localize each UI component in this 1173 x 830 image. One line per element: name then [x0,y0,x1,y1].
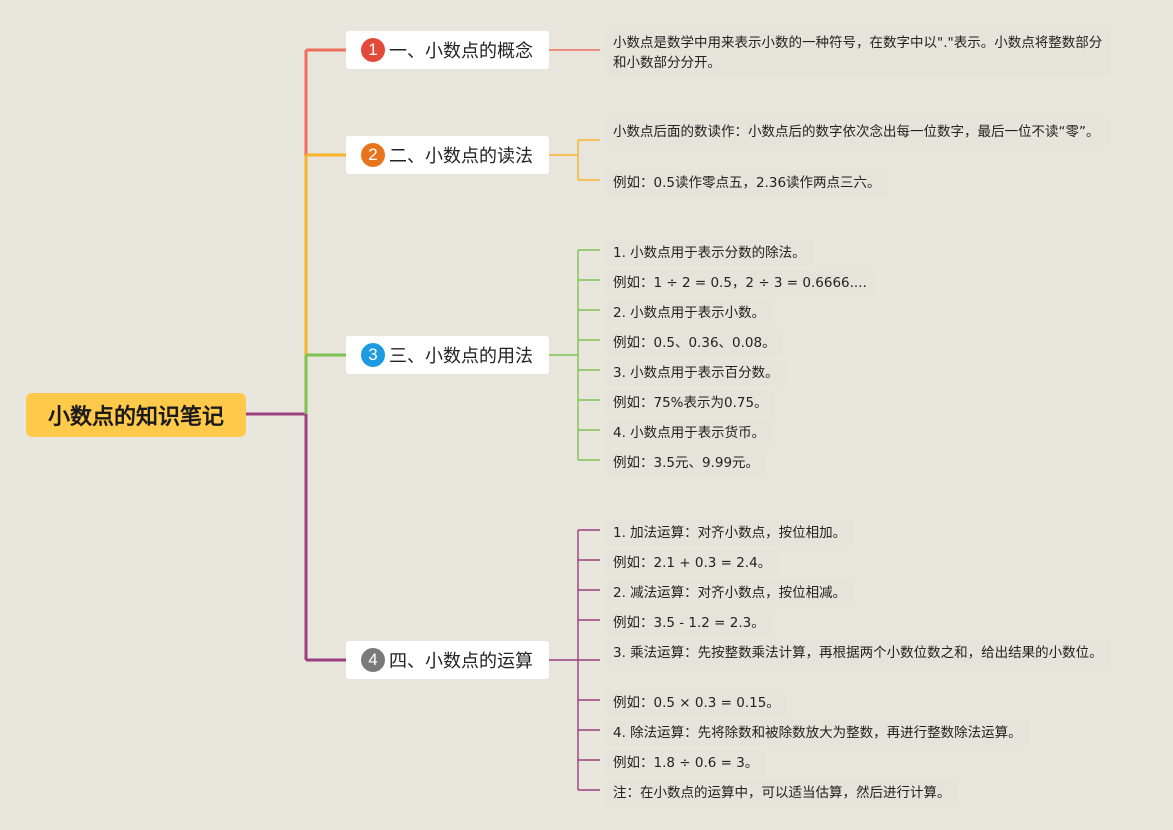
leaf-node: 2. 小数点用于表示小数。 [606,300,773,326]
branch-reading[interactable]: 2 二、小数点的读法 [346,136,549,174]
branch-title: 二、小数点的读法 [389,146,533,167]
number-badge-1-icon: 1 [361,38,385,62]
leaf-node: 注：在小数点的运算中，可以适当估算，然后进行计算。 [606,780,958,806]
leaf-node: 小数点是数学中用来表示小数的一种符号，在数字中以"."表示。小数点将整数部分和小… [606,30,1111,76]
leaf-node: 1. 小数点用于表示分数的除法。 [606,240,813,266]
root-title: 小数点的知识笔记 [47,405,224,430]
leaf-node: 例如：75%表示为0.75。 [606,390,775,416]
branch-operations[interactable]: 4 四、小数点的运算 [346,641,549,679]
leaf-node: 小数点后面的数读作：小数点后的数字依次念出每一位数字，最后一位不读“零”。 [606,119,1111,145]
leaf-node: 2. 减法运算：对齐小数点，按位相减。 [606,580,854,606]
number-badge-4-icon: 4 [361,648,385,672]
branch-usage[interactable]: 3 三、小数点的用法 [346,336,549,374]
leaf-node: 例如：1 ÷ 2 = 0.5，2 ÷ 3 = 0.6666.... [606,270,874,296]
branch-title: 三、小数点的用法 [389,346,533,367]
number-badge-2-icon: 2 [361,143,385,167]
branch-title: 一、小数点的概念 [389,41,533,62]
leaf-node: 例如：0.5读作零点五，2.36读作两点三六。 [606,170,888,196]
leaf-node: 例如：3.5 - 1.2 = 2.3。 [606,610,772,636]
leaf-node: 4. 除法运算：先将除数和被除数放大为整数，再进行整数除法运算。 [606,720,1029,746]
root-node[interactable]: 小数点的知识笔记 [26,393,246,437]
leaf-node: 例如：1.8 ÷ 0.6 = 3。 [606,750,766,776]
leaf-node: 4. 小数点用于表示货币。 [606,420,773,446]
leaf-node: 例如：0.5、0.36、0.08。 [606,330,783,356]
branch-concept[interactable]: 1 一、小数点的概念 [346,31,549,69]
number-badge-3-icon: 3 [361,343,385,367]
leaf-node: 例如：2.1 + 0.3 = 2.4。 [606,550,779,576]
leaf-node: 例如：3.5元、9.99元。 [606,450,767,476]
leaf-node: 例如：0.5 × 0.3 = 0.15。 [606,690,787,716]
leaf-node: 3. 乘法运算：先按整数乘法计算，再根据两个小数位数之和，给出结果的小数位。 [606,640,1111,666]
leaf-node: 3. 小数点用于表示百分数。 [606,360,786,386]
branch-title: 四、小数点的运算 [389,651,533,672]
leaf-node: 1. 加法运算：对齐小数点，按位相加。 [606,520,854,546]
